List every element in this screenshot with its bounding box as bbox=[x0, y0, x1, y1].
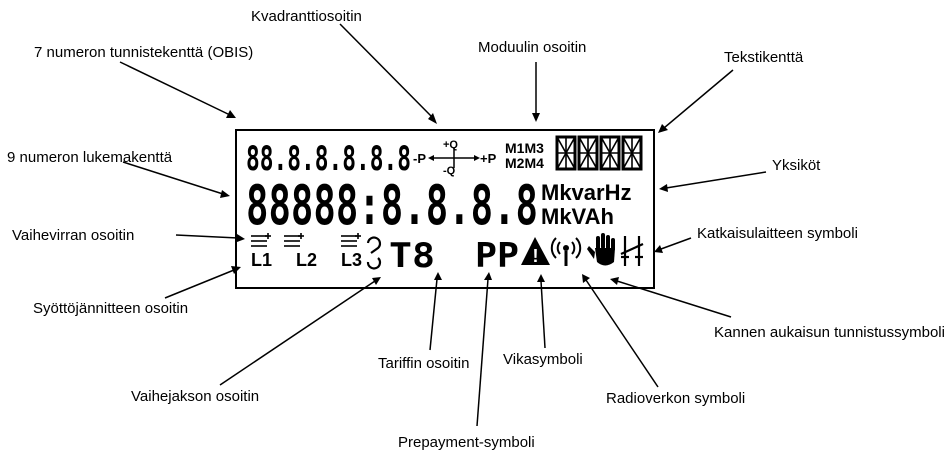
arrow-lukema bbox=[220, 190, 230, 198]
phase-sequence-icon bbox=[366, 236, 382, 270]
quadrant-indicator: -P +P +Q -Q bbox=[413, 139, 497, 177]
label-radio: Radioverkon symboli bbox=[606, 390, 746, 407]
arrow-obis bbox=[226, 110, 236, 118]
leader-vika bbox=[540, 280, 546, 349]
leader-vaihejakso bbox=[219, 280, 376, 386]
phase-current-icon bbox=[251, 233, 361, 247]
arrow-teksti bbox=[658, 124, 668, 133]
arrow-vaihevirta bbox=[237, 234, 245, 242]
warning-triangle-icon: ! bbox=[521, 237, 550, 266]
arrow-moduuli bbox=[532, 113, 540, 122]
reading-digits: 88888:8.8.8.8 bbox=[246, 174, 538, 237]
arrow-vaihejakso bbox=[372, 277, 381, 285]
label-prepayment: Prepayment-symboli bbox=[398, 434, 535, 451]
quadrant-minus-p: -P bbox=[413, 151, 426, 166]
prepayment-indicator: PP bbox=[475, 236, 519, 276]
leader-kansi bbox=[616, 280, 732, 318]
leader-lukema bbox=[122, 161, 224, 195]
phase-l2: L2 bbox=[296, 250, 317, 270]
quadrant-left-arrow bbox=[428, 155, 434, 161]
leader-yksikot bbox=[665, 171, 767, 189]
label-breaker: Katkaisulaitteen symboli bbox=[697, 225, 858, 242]
label-reading-field: 9 numeron lukemakenttä bbox=[7, 149, 173, 166]
arrow-kvadrantti bbox=[428, 113, 437, 124]
leader-teksti bbox=[663, 69, 734, 129]
arrow-katkaisu bbox=[654, 245, 663, 253]
arrow-kansi bbox=[610, 277, 619, 285]
module-row-1: M1M3 bbox=[505, 140, 544, 156]
obis-digits: 88.8.8.8.8.8 bbox=[246, 139, 411, 179]
label-module-indicator: Moduulin osoitin bbox=[478, 39, 587, 56]
quadrant-minus-q: -Q bbox=[443, 165, 456, 177]
label-kvadranttiosoitin: Kvadranttiosoitin bbox=[251, 8, 362, 25]
alert-mark: ! bbox=[533, 246, 539, 266]
lcd-frame bbox=[235, 129, 655, 289]
leader-radio bbox=[585, 279, 659, 388]
leader-katkaisu bbox=[660, 237, 692, 250]
phase-l3: L3 bbox=[341, 250, 362, 270]
leader-prepayment bbox=[476, 278, 489, 427]
leader-kvadrantti bbox=[339, 23, 434, 119]
units-row-1: MkvarHz bbox=[541, 180, 631, 205]
arrow-syotto bbox=[231, 266, 241, 274]
units-row-2: MkVAh bbox=[541, 204, 614, 229]
arrow-yksikot bbox=[659, 184, 668, 192]
arrow-vika bbox=[537, 274, 545, 282]
segment-grid-icon bbox=[555, 135, 643, 171]
arrow-radio bbox=[582, 274, 590, 283]
phase-l1: L1 bbox=[251, 250, 272, 270]
arrow-tariffi bbox=[434, 272, 442, 280]
quadrant-plus-q: +Q bbox=[443, 139, 458, 151]
arrow-prepayment bbox=[484, 272, 492, 280]
label-phase-sequence: Vaihejakson osoitin bbox=[131, 388, 260, 405]
label-phase-current: Vaihevirran osoitin bbox=[12, 227, 135, 244]
label-text-field: Tekstikenttä bbox=[724, 49, 804, 66]
hand-icon bbox=[587, 233, 615, 266]
quadrant-right-arrow bbox=[474, 155, 480, 161]
breaker-switch-icon bbox=[620, 236, 644, 266]
module-row-2: M2M4 bbox=[505, 155, 544, 171]
label-supply-voltage: Syöttöjännitteen osoitin bbox=[33, 300, 189, 317]
leader-vaihevirta bbox=[175, 234, 239, 239]
quadrant-plus-p: +P bbox=[480, 151, 497, 166]
label-obis-field: 7 numeron tunnistekenttä (OBIS) bbox=[34, 44, 254, 61]
leader-tariffi bbox=[429, 278, 438, 351]
label-fault: Vikasymboli bbox=[503, 351, 583, 368]
label-cover-open: Kannen aukaisun tunnistussymboli bbox=[714, 324, 945, 341]
leader-obis bbox=[119, 61, 231, 116]
leader-lines bbox=[119, 23, 767, 427]
label-tariff: Tariffin osoitin bbox=[378, 355, 470, 372]
radio-antenna-icon bbox=[550, 237, 582, 266]
leader-syotto bbox=[164, 269, 235, 299]
tariff-indicator: T8 bbox=[389, 236, 435, 276]
label-units: Yksiköt bbox=[772, 157, 821, 174]
